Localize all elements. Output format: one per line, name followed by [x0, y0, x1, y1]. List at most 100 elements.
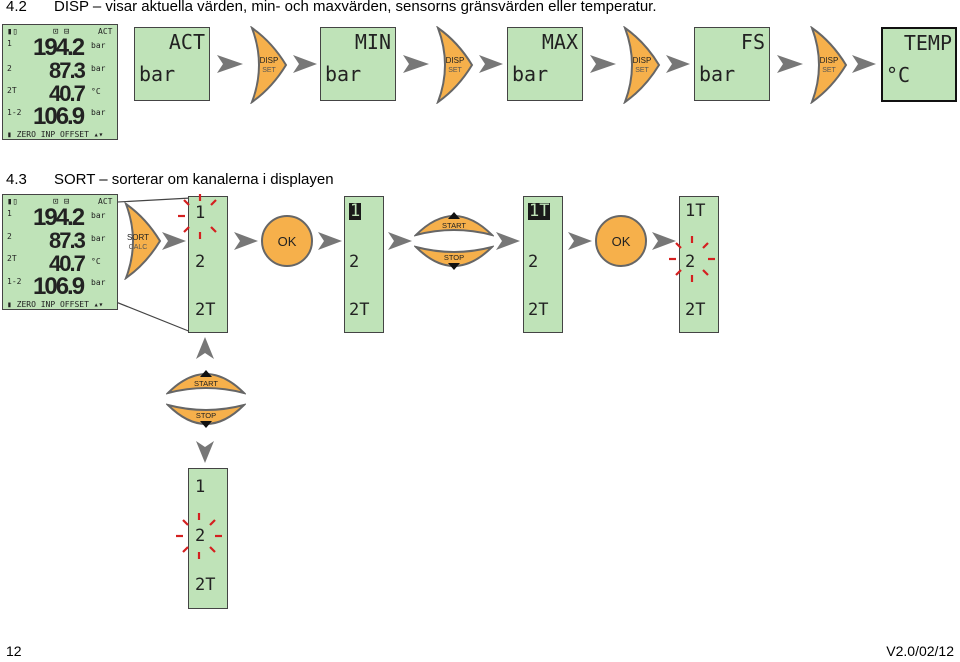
arrow-right-icon — [568, 232, 592, 250]
footer-menu-text: ZERO INP OFFSET — [16, 130, 89, 139]
ok-label: OK — [612, 234, 631, 249]
sort-column: 1T 2 2T — [679, 196, 719, 333]
channel-label: 1 — [7, 209, 12, 218]
stop-button[interactable]: STOP — [166, 403, 246, 435]
disp-set-button[interactable]: DISP SET — [621, 26, 663, 104]
arrow-right-icon — [666, 55, 690, 73]
disp-label: DISP — [820, 56, 839, 65]
start-button[interactable]: START — [166, 363, 246, 395]
sort-column: 1T 2 2T — [523, 196, 563, 333]
column-item-selected: 1 — [349, 201, 362, 221]
set-label: SET — [635, 67, 649, 74]
unit-label: °C — [91, 87, 101, 96]
footer-menu: ▮ ZERO INP OFFSET ▴▾ — [7, 130, 104, 139]
disp-set-button[interactable]: DISP SET — [248, 26, 290, 104]
screen-top-text: MIN — [354, 30, 391, 54]
section-number: 4.2 — [6, 0, 27, 15]
version-label: V2.0/02/12 — [886, 643, 954, 659]
device-display: ▮▯ ⊡ ⊟ ACT 1 2 2T 1-2 194.2 87.3 40.7 10… — [2, 24, 118, 140]
status-icons: ⊡ ⊟ — [53, 27, 70, 37]
triangle-up-icon — [448, 212, 460, 219]
sort-column: 1 2 2T — [188, 196, 228, 333]
blink-indicator-icon — [178, 194, 217, 239]
column-item: 2 — [349, 252, 360, 272]
column-item: 2 — [685, 252, 696, 272]
section-number: 4.3 — [6, 171, 27, 188]
start-label: START — [194, 379, 218, 388]
set-label: SET — [262, 67, 276, 74]
button-shape — [595, 215, 647, 267]
button-shape — [166, 403, 246, 425]
channel-value: 106.9 — [33, 103, 85, 130]
set-label: SET — [822, 67, 836, 74]
sort-calc-button[interactable]: SORT CALC — [122, 202, 164, 280]
column-item: 2 — [195, 252, 206, 272]
disp-screen-fs: FS bar — [694, 27, 770, 101]
channel-label: 2 — [7, 232, 12, 241]
footer-menu-text: ZERO INP OFFSET — [16, 300, 89, 309]
screen-bottom-text: bar — [699, 62, 736, 86]
channel-value: 40.7 — [49, 251, 86, 276]
blink-indicator-icon — [669, 236, 715, 282]
set-label: SET — [448, 67, 462, 74]
button-shape — [414, 215, 494, 237]
stop-label: STOP — [196, 411, 216, 420]
channel-label: 2T — [7, 86, 17, 95]
ok-button[interactable]: OK — [594, 214, 648, 268]
column-item: 2T — [195, 575, 216, 595]
section-title: SORT – sorterar om kanalerna i displayen — [54, 171, 334, 188]
button-shape — [124, 202, 162, 280]
column-item: 1 — [195, 477, 206, 497]
sort-column: 1 2 2T — [344, 196, 384, 333]
arrow-right-icon — [852, 55, 876, 73]
column-item-selected: 1T — [528, 201, 551, 221]
arrow-right-icon — [403, 55, 429, 73]
disp-screen-max: MAX bar — [507, 27, 583, 101]
arrow-right-icon — [388, 232, 412, 250]
column-item: 2 — [528, 252, 539, 272]
button-shape — [261, 215, 313, 267]
channel-label: 1-2 — [7, 108, 22, 117]
column-item: 2T — [685, 300, 706, 320]
column-item: 2T — [349, 300, 370, 320]
channel-value: 106.9 — [33, 273, 85, 300]
status-icons: ⊡ ⊟ — [53, 197, 70, 207]
screen-bottom-text: bar — [139, 62, 176, 86]
unit-label: bar — [91, 108, 106, 117]
channel-value: 194.2 — [33, 204, 85, 231]
button-shape — [436, 26, 474, 104]
page-number: 12 — [6, 643, 22, 659]
screen-top-text: TEMP — [903, 31, 952, 55]
sort-column: 1 2 2T — [188, 468, 228, 609]
arrow-right-icon — [234, 232, 258, 250]
start-button[interactable]: START — [414, 205, 494, 237]
arrow-right-icon — [777, 55, 803, 73]
screen-bottom-text: bar — [325, 62, 362, 86]
arrow-right-icon — [293, 55, 317, 73]
stop-button[interactable]: STOP — [414, 245, 494, 277]
disp-label: DISP — [446, 56, 465, 65]
disp-set-button[interactable]: DISP SET — [434, 26, 476, 104]
blink-indicator-icon — [176, 513, 222, 559]
disp-set-button[interactable]: DISP SET — [808, 26, 850, 104]
disp-screen-temp: TEMP °C — [881, 27, 957, 102]
arrow-right-icon — [590, 55, 616, 73]
unit-label: bar — [91, 41, 106, 50]
button-shape — [414, 245, 494, 267]
stop-label: STOP — [444, 253, 464, 262]
battery-icon: ▮▯ — [7, 27, 18, 37]
channel-label: 2 — [7, 64, 12, 73]
unit-label: bar — [91, 234, 106, 243]
disp-screen-min: MIN bar — [320, 27, 396, 101]
section-4-2-heading: 4.2 DISP – visar aktuella värden, min- oc… — [6, 0, 657, 15]
arrow-right-icon — [318, 232, 342, 250]
channel-label: 2T — [7, 254, 17, 263]
channel-value: 87.3 — [49, 58, 86, 83]
disp-screen-act: ACT bar — [134, 27, 210, 101]
section-title: DISP – visar aktuella värden, min- och m… — [54, 0, 657, 15]
arrow-right-icon — [217, 55, 243, 73]
unit-label: bar — [91, 278, 106, 287]
ok-button[interactable]: OK — [260, 214, 314, 268]
triangle-up-icon — [200, 370, 212, 377]
column-item: 1T — [685, 201, 706, 221]
